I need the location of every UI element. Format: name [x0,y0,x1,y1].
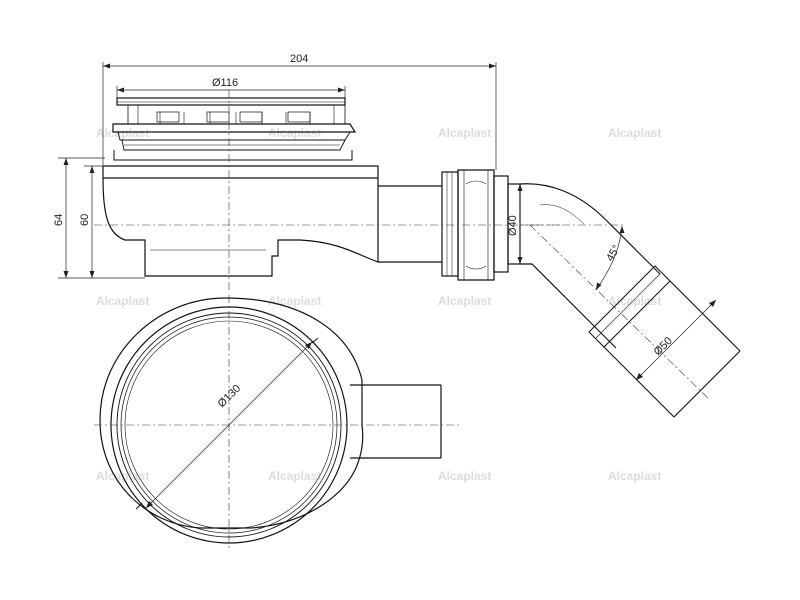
watermark: Alcaplast [268,469,321,483]
watermark: Alcaplast [608,294,661,308]
watermark: Alcaplast [608,126,661,140]
diameter-arrows [146,342,312,508]
side-view [102,97,741,418]
watermark: Alcaplast [96,126,149,140]
diameter-line [145,341,313,509]
watermark: Alcaplast [268,294,321,308]
dim-height-total: 64 [53,214,65,226]
top-outlet-pipe [350,384,442,459]
watermarks: Alcaplast Alcaplast Alcaplast Alcaplast … [96,126,661,483]
dim-pipe-diameter: Ø50 [652,335,675,358]
dim-grate-diameter: Ø116 [212,77,238,89]
outlet-pipe [378,185,442,263]
dimension-arrows [63,63,716,380]
watermark: Alcaplast [96,294,149,308]
flange-ring [112,123,357,133]
top-center-lines [94,295,460,550]
dim-overall-length: 204 [290,53,308,65]
watermark: Alcaplast [438,469,491,483]
trap-rim [102,165,379,179]
dim-height-body: 60 [79,214,91,226]
elbow-outer [519,183,637,251]
watermark: Alcaplast [608,469,661,483]
watermark: Alcaplast [438,126,491,140]
trap-body [102,177,379,277]
dimension-lines [58,62,717,381]
grate-plate [116,97,346,106]
watermark: Alcaplast [438,294,491,308]
elbow-inner [520,263,591,323]
watermark: Alcaplast [268,126,321,140]
center-lines [94,90,711,401]
dim-angle: 45° [604,243,623,263]
outlet-nut [441,171,459,277]
top-view [99,297,442,544]
dim-flange-diameter: Ø130 [216,383,244,411]
top-body-outline [99,297,364,529]
dim-outlet-diameter: Ø40 [507,215,519,236]
